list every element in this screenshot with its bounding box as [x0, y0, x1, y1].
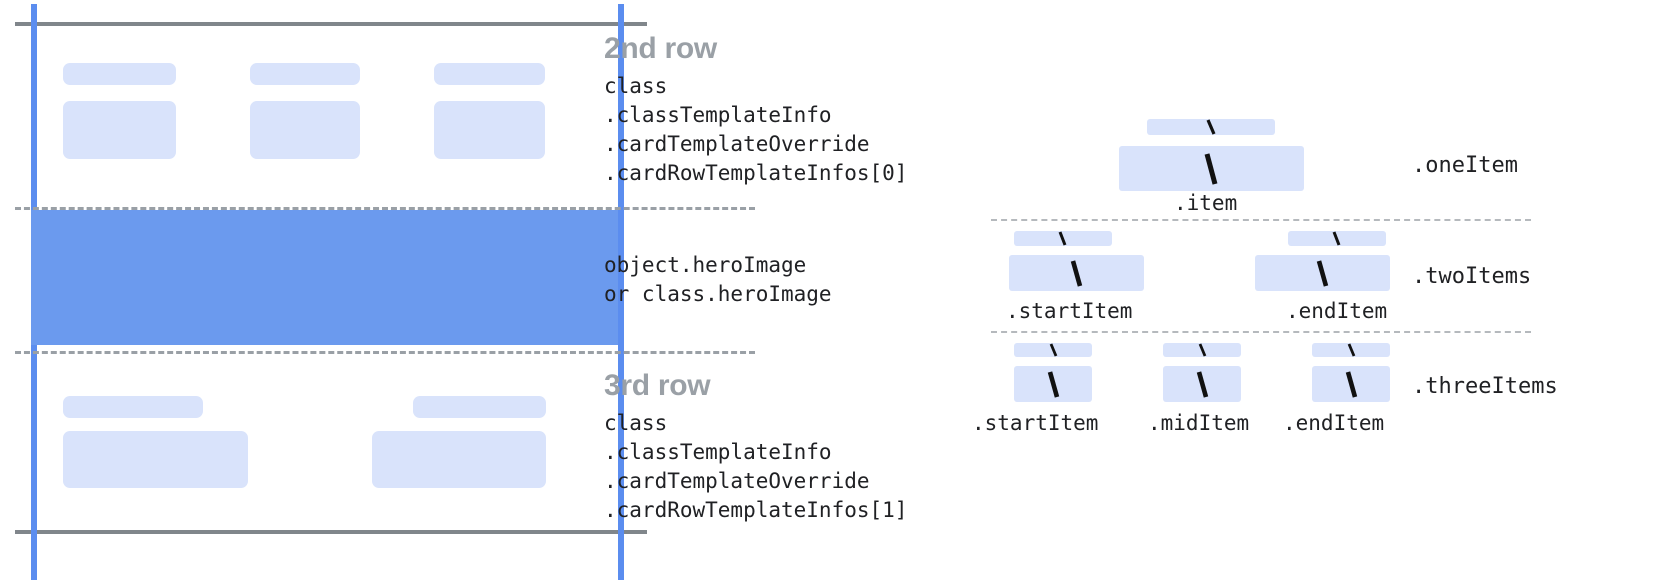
slash-glyph-icon — [1316, 260, 1329, 287]
row3-col1-label-chip — [63, 396, 203, 418]
twoitems-threeitems-divider — [991, 331, 1531, 333]
threeitems-start-value-box — [1014, 366, 1092, 402]
hero-row3-divider — [15, 351, 755, 354]
hero-code-annotation: object.heroImage or class.heroImage — [604, 253, 832, 306]
slash-glyph-icon — [1070, 260, 1083, 287]
row2-col3-label-chip — [434, 63, 545, 85]
hero-image-block — [31, 210, 618, 345]
row2-col2-label-chip — [250, 63, 360, 85]
threeitems-slot-label-enditem: .endItem — [1283, 411, 1385, 435]
twoitems-end-label-box — [1288, 231, 1386, 246]
card-right-guide — [618, 4, 624, 580]
slash-glyph-icon — [1058, 231, 1067, 246]
slash-glyph-icon — [1332, 231, 1341, 246]
twoitems-slot-label-enditem: .endItem — [1286, 299, 1388, 323]
threeitems-slot-label-startitem: .startItem — [972, 411, 1099, 435]
row3-col1-value-chip — [63, 431, 248, 488]
slash-glyph-icon — [1049, 343, 1058, 357]
threeitems-slot-label-miditem: .midItem — [1148, 411, 1250, 435]
row2-code-annotation: class .classTemplateInfo .cardTemplateOv… — [604, 74, 908, 185]
row2-col1-value-chip — [63, 101, 176, 159]
oneitem-slot-label-item: .item — [1174, 191, 1238, 215]
row2-hero-divider — [15, 207, 755, 210]
slash-glyph-icon — [1206, 119, 1216, 135]
oneitem-item-value-box — [1119, 146, 1304, 191]
slash-glyph-icon — [1198, 343, 1207, 357]
threeitems-start-label-box — [1014, 343, 1092, 357]
group-label-oneitem: .oneItem — [1412, 153, 1518, 178]
threeitems-end-label-box — [1312, 343, 1390, 357]
threeitems-mid-label-box — [1163, 343, 1241, 357]
twoitems-slot-label-startitem: .startItem — [1006, 299, 1133, 323]
row2-col2-value-chip — [250, 101, 360, 159]
threeitems-mid-value-box — [1163, 366, 1241, 402]
row2-col1-label-chip — [63, 63, 176, 85]
row2-heading: 2nd row — [604, 32, 717, 65]
group-label-twoitems: .twoItems — [1412, 264, 1532, 289]
row3-col2-value-chip — [372, 431, 546, 488]
slash-glyph-icon — [1196, 371, 1209, 398]
row3-heading: 3rd row — [604, 369, 711, 402]
slash-glyph-icon — [1347, 343, 1356, 357]
oneitem-twoitems-divider — [991, 219, 1531, 221]
slash-glyph-icon — [1204, 153, 1218, 185]
row2-col3-value-chip — [434, 101, 545, 159]
threeitems-end-value-box — [1312, 366, 1390, 402]
slash-glyph-icon — [1345, 371, 1358, 398]
slash-glyph-icon — [1047, 371, 1060, 398]
oneitem-item-label-box — [1147, 119, 1275, 135]
twoitems-start-label-box — [1014, 231, 1112, 246]
row3-col2-label-chip — [413, 396, 546, 418]
card-bottom-rule — [15, 530, 647, 534]
row3-code-annotation: class .classTemplateInfo .cardTemplateOv… — [604, 411, 908, 522]
twoitems-start-value-box — [1009, 255, 1144, 291]
twoitems-end-value-box — [1255, 255, 1390, 291]
group-label-threeitems: .threeItems — [1412, 374, 1558, 399]
card-top-rule — [15, 22, 647, 26]
